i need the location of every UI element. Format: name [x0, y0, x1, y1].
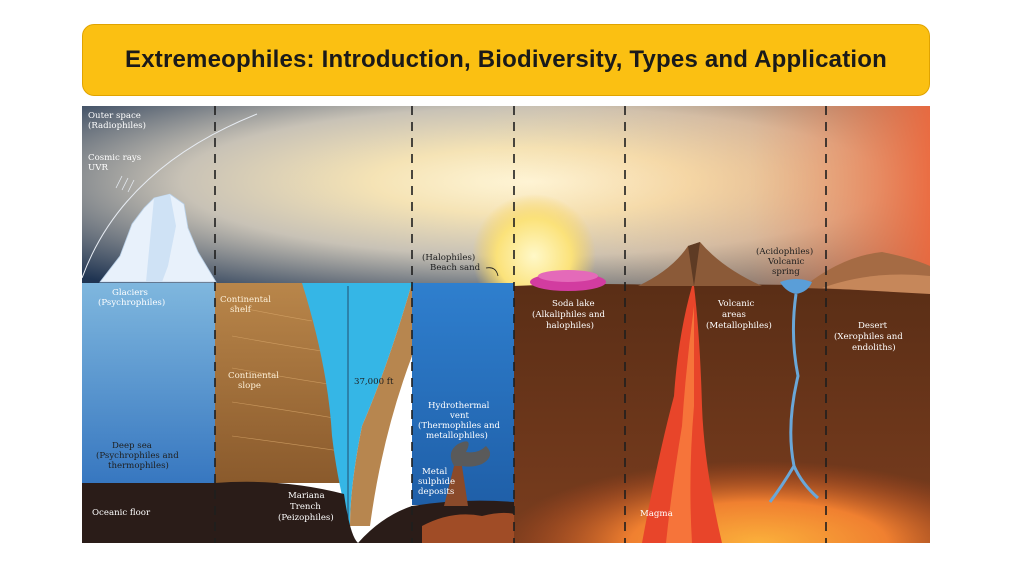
- mariana-trench-water: [302, 283, 412, 526]
- label-continental-shelf: Continental shelf: [220, 295, 274, 315]
- continental-shelf: [215, 283, 348, 483]
- label-oceanic-floor: Oceanic floor: [92, 508, 151, 518]
- label-glaciers: Glaciers (Psychrophiles): [98, 288, 165, 308]
- volcanic-spring: [780, 279, 812, 294]
- cosmic-ray-arrows: [115, 175, 135, 193]
- oceanic-floor: [82, 481, 358, 543]
- magma-column: [642, 286, 722, 543]
- zone-dividers: [214, 106, 827, 543]
- label-acidophiles: (Acidophiles) Volcanic spring: [756, 246, 816, 277]
- label-desert: Desert (Xerophiles and endoliths): [834, 321, 906, 353]
- beach-sand-arrow: [485, 267, 499, 277]
- label-magma: Magma: [640, 509, 673, 519]
- hydrothermal-chimney: [444, 466, 468, 506]
- page-title: Extremeophiles: Introduction, Biodiversi…: [125, 46, 887, 73]
- label-continental-slope: Continental slope: [228, 371, 282, 391]
- label-volcanic-areas: Volcanic areas (Metallophiles): [706, 299, 772, 331]
- label-halophiles: (Halophiles) Beach sand: [422, 252, 481, 273]
- label-mariana-trench: Mariana Trench (Peizophiles): [278, 491, 334, 523]
- volcano: [638, 242, 762, 286]
- label-deep-sea: Deep sea (Psychrophiles and thermophiles…: [96, 441, 181, 471]
- label-outer-space: Outer space (Radiophiles): [88, 111, 146, 131]
- title-banner: Extremeophiles: Introduction, Biodiversi…: [82, 24, 930, 96]
- vent-ocean: [412, 283, 514, 505]
- vent-smoke: [450, 441, 491, 467]
- label-metal-sulphide: Metal sulphide deposits: [418, 467, 458, 497]
- label-cosmic-rays: Cosmic rays UVR: [88, 153, 144, 173]
- label-soda-lake: Soda lake (Alkaliphiles and halophiles): [532, 299, 608, 331]
- atmosphere-arc: [82, 113, 258, 279]
- left-ocean: [82, 283, 215, 483]
- trench-wall-right: [350, 283, 412, 526]
- extremophile-habitats-diagram: Outer space (Radiophiles) Cosmic rays UV…: [82, 106, 930, 543]
- label-hydrothermal-vent: Hydrothermal vent (Thermophiles and meta…: [418, 401, 503, 441]
- label-depth: 37,000 ft: [354, 377, 394, 387]
